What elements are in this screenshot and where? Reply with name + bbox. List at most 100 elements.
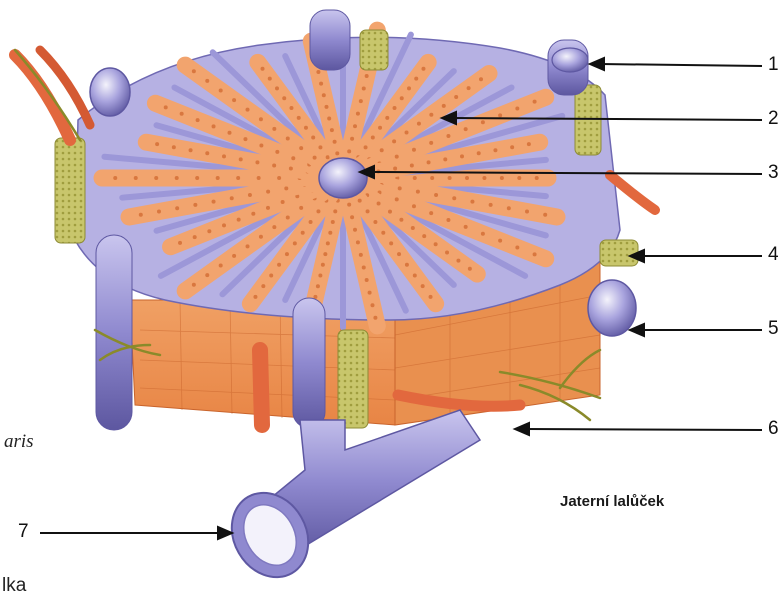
callout-label-1: 1 <box>768 55 779 74</box>
hepatocyte-nucleus <box>277 263 281 267</box>
hepatocyte-nucleus <box>297 116 301 120</box>
hepatocyte-nucleus <box>269 273 273 277</box>
hepatocyte-nucleus <box>259 235 263 239</box>
callout-arrow-6 <box>515 423 762 435</box>
hepatocyte-nucleus <box>251 212 255 216</box>
hepatocyte-nucleus <box>326 155 330 159</box>
callout-label-4: 4 <box>768 245 779 264</box>
hepatocyte-nucleus <box>192 69 196 73</box>
hepatocyte-nucleus <box>378 126 382 130</box>
hepatocyte-nucleus <box>543 213 547 217</box>
hepatocyte-nucleus <box>155 142 159 146</box>
hepatocyte-nucleus <box>464 127 468 131</box>
hepatocyte-nucleus <box>291 156 295 160</box>
hepatocyte-nucleus <box>205 151 209 155</box>
hepatocyte-nucleus <box>373 220 377 224</box>
hepatocyte-nucleus <box>175 206 179 210</box>
hepatocyte-nucleus <box>353 124 357 128</box>
hepatocyte-nucleus <box>481 120 485 124</box>
hepatocyte-nucleus <box>353 228 357 232</box>
hepatocyte-nucleus <box>154 176 158 180</box>
hepatocyte-nucleus <box>321 263 325 267</box>
hepatocyte-nucleus <box>446 134 450 138</box>
hepatocyte-nucleus <box>212 200 216 204</box>
hepatocyte-nucleus <box>395 155 399 159</box>
hepatocyte-nucleus <box>257 176 261 180</box>
hepatocyte-nucleus <box>470 200 474 204</box>
hepatocyte-nucleus <box>237 218 241 222</box>
hepatocyte-nucleus <box>316 284 320 288</box>
hepatocyte-nucleus <box>309 220 313 224</box>
hepatocyte-nucleus <box>364 145 368 149</box>
callout-label-5: 5 <box>768 319 779 338</box>
hepatocyte-nucleus <box>134 176 138 180</box>
hepatocyte-nucleus <box>232 98 236 102</box>
hepatocyte-nucleus <box>189 148 193 152</box>
edge-text-fragment-bottom: lka <box>2 575 26 597</box>
hepatocyte-nucleus <box>405 131 409 135</box>
hepatocyte-nucleus <box>413 176 417 180</box>
hepatocyte-nucleus <box>316 209 320 213</box>
callout-arrow-1 <box>590 58 762 70</box>
diagram-caption: Jaterní lalůček <box>560 493 664 510</box>
hepatocyte-nucleus <box>356 240 360 244</box>
hepatocyte-nucleus <box>275 150 279 154</box>
hepatocyte-nucleus <box>293 241 297 245</box>
hepatocyte-nucleus <box>319 82 323 86</box>
hepatocyte-nucleus <box>489 203 493 207</box>
hepatocyte-nucleus <box>477 151 481 155</box>
hepatocyte-nucleus <box>285 252 289 256</box>
hepatocyte-nucleus <box>515 245 519 249</box>
hepatocyte-nucleus <box>395 197 399 201</box>
hepatocyte-nucleus <box>333 209 337 213</box>
hepatocyte-nucleus <box>175 176 179 180</box>
hepatocyte-nucleus <box>388 210 392 214</box>
hepatocyte-nucleus <box>429 113 433 117</box>
hepatocyte-nucleus <box>193 235 197 239</box>
hepatocyte-nucleus <box>327 116 331 120</box>
hepatocyte-nucleus <box>417 122 421 126</box>
hepatocyte-nucleus <box>468 267 472 271</box>
hepatocyte-nucleus <box>362 265 366 269</box>
hepatocyte-nucleus <box>464 225 468 229</box>
hepatocyte-nucleus <box>427 160 431 164</box>
hepatocyte-nucleus <box>259 143 263 147</box>
hepatocyte-nucleus <box>399 218 403 222</box>
hepatocyte-nucleus <box>365 278 369 282</box>
hepatocyte-nucleus <box>248 193 252 197</box>
hepatocyte-nucleus <box>313 156 317 160</box>
callout-label-6: 6 <box>768 419 779 438</box>
hepatocyte-nucleus <box>422 234 426 238</box>
hepatocyte-nucleus <box>366 209 370 213</box>
hepatocyte-nucleus <box>236 176 240 180</box>
hepatocyte-nucleus <box>413 273 417 277</box>
hepatocyte-nucleus <box>411 226 415 230</box>
hepatocyte-nucleus <box>205 79 209 83</box>
hepatocyte-nucleus <box>448 176 452 180</box>
hepatocyte-nucleus <box>412 204 416 208</box>
hepatocyte-nucleus <box>373 316 377 320</box>
hepatocyte-nucleus <box>429 295 433 299</box>
hepatocyte-nucleus <box>335 151 339 155</box>
hepatocyte-nucleus <box>421 67 425 71</box>
hepatocyte-nucleus <box>500 176 504 180</box>
hepatocyte-nucleus <box>253 295 257 299</box>
hepatocyte-nucleus <box>331 220 335 224</box>
sublobular-vein <box>217 410 480 591</box>
hepatocyte-nucleus <box>533 100 537 104</box>
hepatocyte-nucleus <box>365 74 369 78</box>
hepatocyte-nucleus <box>392 139 396 143</box>
hepatocyte-nucleus <box>407 86 411 90</box>
hepatocyte-nucleus <box>493 148 497 152</box>
hepatocyte-nucleus <box>299 206 303 210</box>
hepatocyte-nucleus <box>350 215 354 219</box>
hepatocyte-nucleus <box>316 70 320 74</box>
hepatocyte-nucleus <box>381 231 385 235</box>
hepatocyte-nucleus <box>510 145 514 149</box>
hepatocyte-nucleus <box>330 128 334 132</box>
hepatocyte-nucleus <box>393 167 397 171</box>
hepatocyte-nucleus <box>299 146 303 150</box>
hepatocyte-nucleus <box>517 176 521 180</box>
hepatocyte-nucleus <box>164 105 168 109</box>
callout-label-2: 2 <box>768 109 779 128</box>
